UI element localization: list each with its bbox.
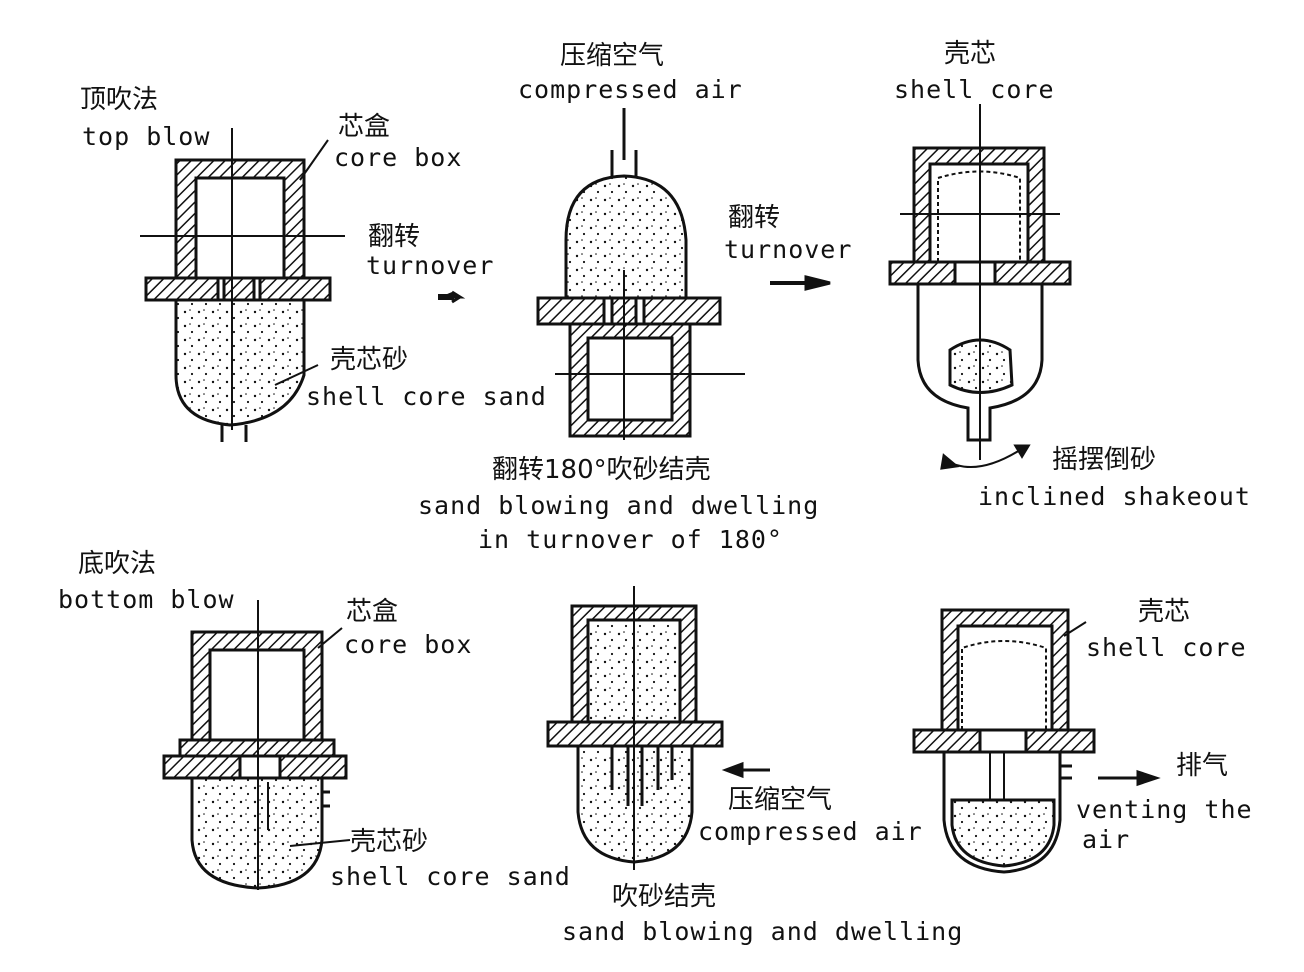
top-shake-en: inclined shakeout (978, 482, 1251, 511)
sand-blowing-figure (546, 586, 770, 870)
flange-plate (536, 296, 722, 326)
bottom-air-cn: 压缩空气 (728, 785, 832, 815)
bottom-vent-cn: 排气 (1176, 751, 1228, 781)
top-blow-figure (140, 128, 345, 442)
dome-hopper (564, 174, 688, 300)
bottom-vent-en-1: venting the (1076, 795, 1253, 824)
top-step-en-1: sand blowing and dwelling (418, 491, 819, 520)
top-turnover1-cn: 翻转 (368, 222, 420, 252)
top-shell-en: shell core (894, 75, 1055, 104)
shakeout-figure (888, 104, 1072, 470)
top-sand-en: shell core sand (306, 382, 547, 411)
bottom-step-en: sand blowing and dwelling (562, 917, 963, 946)
turnover-arrow-2-shaft (770, 281, 810, 285)
top-air-en: compressed air (518, 75, 743, 104)
top-turnover2-en: turnover (724, 235, 852, 264)
flange-plate (144, 276, 332, 302)
top-step-cn: 翻转180°吹砂结壳 (492, 455, 711, 485)
bottom-step-cn: 吹砂结壳 (612, 882, 716, 912)
bottom-shell-cn: 壳芯 (1138, 597, 1190, 627)
turnover-figure (536, 108, 745, 440)
top-shell-cn: 壳芯 (944, 39, 996, 69)
bottom-core-box-en: core box (344, 630, 472, 659)
core-box (174, 158, 306, 280)
turnover-arrow-1-shaft (438, 294, 454, 300)
top-sand-cn: 壳芯砂 (330, 345, 408, 375)
labels: 顶吹法 top blow 芯盒 core box 翻转 turnover 壳芯砂… (58, 39, 1253, 946)
core-box (940, 608, 1070, 732)
top-core-box-en: core box (334, 143, 462, 172)
core-box-inverted (568, 322, 692, 438)
bottom-shell-en: shell core (1086, 633, 1247, 662)
turnover-arrow-2 (804, 275, 831, 291)
top-turnover2-cn: 翻转 (728, 203, 780, 233)
top-core-box-cn: 芯盒 (338, 112, 390, 142)
bottom-air-en: compressed air (698, 817, 923, 846)
bottom-sand-cn: 壳芯砂 (350, 827, 428, 857)
top-step-en-2: in turnover of 180° (478, 525, 783, 554)
top-shake-cn: 摇摆倒砂 (1052, 445, 1156, 475)
bottom-method-cn: 底吹法 (78, 549, 156, 579)
bottom-method-en: bottom blow (58, 585, 235, 614)
top-air-cn: 压缩空气 (560, 41, 664, 71)
top-turnover1-en: turnover (366, 251, 494, 280)
bottom-sand-en: shell core sand (330, 862, 571, 891)
bottom-core-box-cn: 芯盒 (346, 597, 398, 627)
venting-figure (912, 608, 1161, 874)
bottom-blow-figure (162, 600, 351, 890)
bottom-vent-en-2: air (1082, 825, 1130, 854)
top-method-cn: 顶吹法 (80, 85, 158, 115)
top-method-en: top blow (82, 122, 210, 151)
sand-hopper (174, 298, 306, 427)
